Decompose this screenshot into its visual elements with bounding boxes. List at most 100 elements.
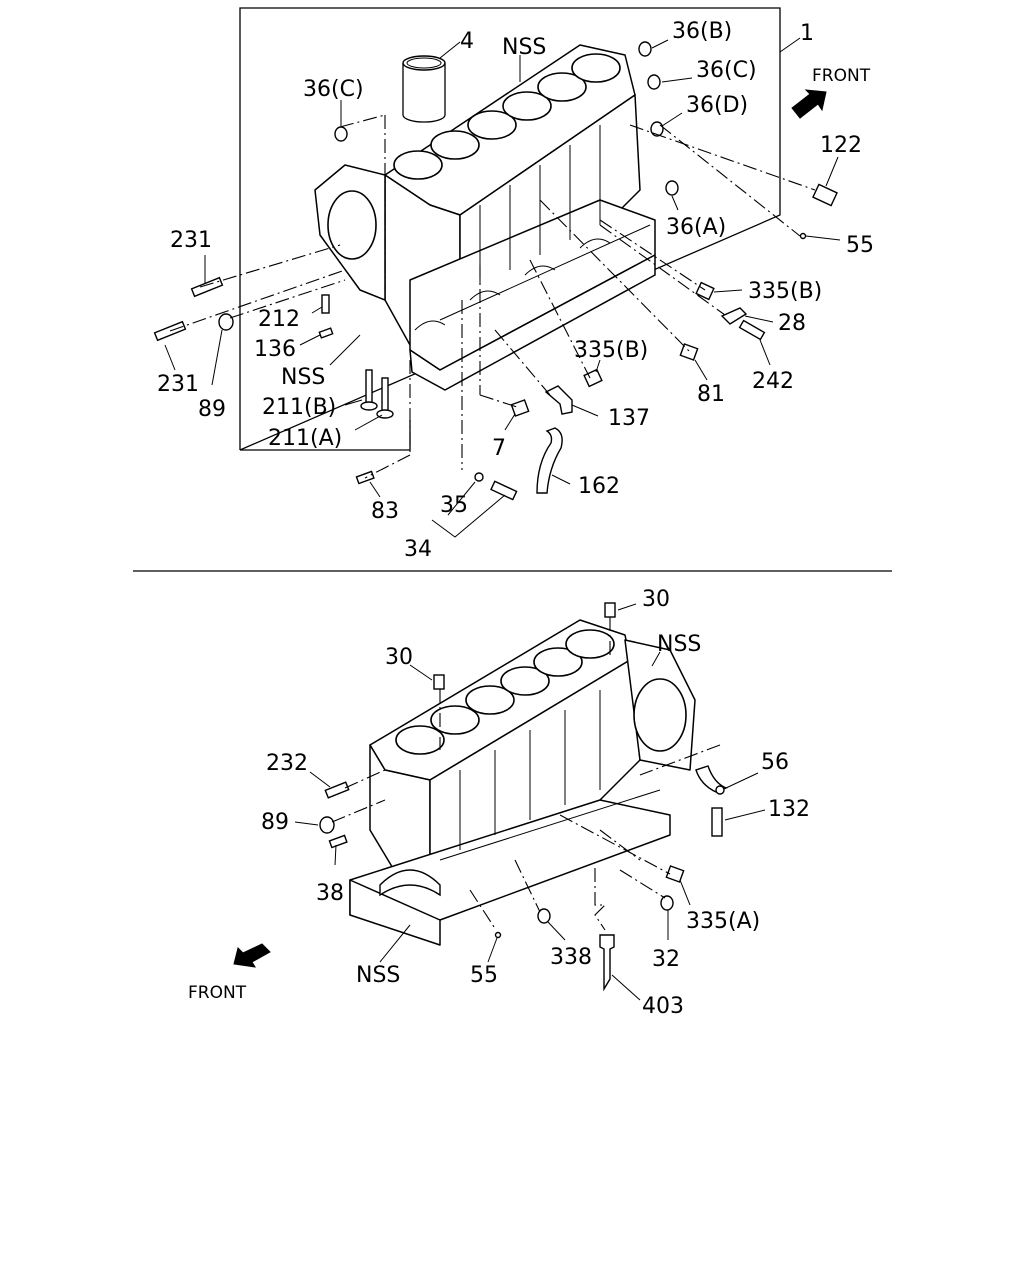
front-arrow-icon <box>233 943 271 968</box>
callout-89-bottom: 89 <box>261 810 289 835</box>
callout-335b-mid: 335(B) <box>574 338 648 363</box>
bolt-335b-right <box>695 281 715 301</box>
plug-89-bottom <box>319 816 335 834</box>
block-ribs-bottom <box>439 690 661 861</box>
callout-136: 136 <box>254 337 296 362</box>
callout-28: 28 <box>778 311 806 336</box>
pin-212 <box>321 294 330 314</box>
crankcase-end <box>349 879 441 946</box>
callout-83: 83 <box>371 499 399 524</box>
callout-36b: 36(B) <box>672 19 732 44</box>
plug-30-right <box>604 602 616 618</box>
elbow-137 <box>544 385 573 415</box>
callout-335a: 335(A) <box>686 909 760 934</box>
cylinder-bores-top <box>393 53 621 180</box>
small-parts-top <box>153 41 838 501</box>
rear-flange-bore-bottom <box>633 678 687 752</box>
top-assembly: 1 4 NSS 36(B) 36(C) 36(D) 36(C) FRONT 12… <box>153 7 874 562</box>
bracket-28 <box>720 307 748 325</box>
front-label-top: FRONT <box>812 66 871 86</box>
block-ribs <box>439 125 651 321</box>
plug-338 <box>537 908 551 924</box>
plug-36c-right <box>647 74 661 90</box>
bolt-335a <box>665 865 685 883</box>
callout-232: 232 <box>266 751 308 776</box>
callout-nss-bottom-left: NSS <box>356 963 400 988</box>
callout-30-left: 30 <box>385 645 413 670</box>
callout-338: 338 <box>550 945 592 970</box>
pin-136 <box>318 327 334 339</box>
callout-242: 242 <box>752 369 794 394</box>
bolt-242 <box>738 319 766 341</box>
main-bearing-saddle <box>379 869 441 897</box>
plug-36c-left <box>334 126 348 142</box>
callout-32: 32 <box>652 947 680 972</box>
callouts-bottom: 30 30 NSS 232 56 89 132 38 335(A) 32 338… <box>188 587 810 1019</box>
callout-nss-top: NSS <box>502 35 546 60</box>
callout-38: 38 <box>316 881 344 906</box>
callout-89-top: 89 <box>198 397 226 422</box>
callout-162: 162 <box>578 474 620 499</box>
plug-36d <box>650 121 664 137</box>
callout-403: 403 <box>642 994 684 1019</box>
small-parts-bottom <box>319 602 728 992</box>
callout-30-right: 30 <box>642 587 670 612</box>
bolt-34 <box>490 480 518 501</box>
bottom-assembly: 30 30 NSS 232 56 89 132 38 335(A) 32 338… <box>188 587 810 1019</box>
pin-55-top <box>799 232 807 240</box>
callout-35: 35 <box>440 493 468 518</box>
washer-35 <box>474 472 484 482</box>
callout-36c-right: 36(C) <box>696 58 757 83</box>
pin-38 <box>328 834 348 849</box>
reference-lines-bottom <box>331 617 721 931</box>
callout-34: 34 <box>404 537 432 562</box>
callout-231-upper: 231 <box>170 228 212 253</box>
callout-211b: 211(B) <box>262 395 336 420</box>
bearing-saddles-top <box>414 238 611 331</box>
callout-nss-bottom-right: NSS <box>657 632 701 657</box>
callout-36a: 36(A) <box>666 215 726 240</box>
bolt-122 <box>812 183 838 207</box>
callout-122: 122 <box>820 133 862 158</box>
stud-231-upper <box>190 276 224 298</box>
crankcase-bottom <box>409 254 656 391</box>
dipstick-guide-403 <box>599 934 615 992</box>
cylinder-block-bottom <box>349 619 696 946</box>
callout-56: 56 <box>761 750 789 775</box>
plug-89-top <box>218 313 234 331</box>
callout-132: 132 <box>768 797 810 822</box>
leader-lines-bottom <box>294 603 766 1001</box>
cylinder-bores-bottom <box>395 629 615 755</box>
bolt-132 <box>711 807 723 837</box>
plug-36a <box>665 180 679 196</box>
callout-212: 212 <box>258 307 300 332</box>
bolt-335b-mid <box>583 368 603 388</box>
plug-36b <box>638 41 652 57</box>
front-label-bottom: FRONT <box>188 983 247 1003</box>
callout-1: 1 <box>800 21 814 46</box>
plug-32 <box>660 895 674 911</box>
callout-36d: 36(D) <box>686 93 748 118</box>
reference-lines-top <box>169 114 816 479</box>
callout-211a: 211(A) <box>268 426 342 451</box>
front-arrow-icon <box>791 89 827 119</box>
callout-55-bottom: 55 <box>470 963 498 988</box>
callout-4: 4 <box>460 29 474 54</box>
cylinder-block-top <box>314 44 656 391</box>
callout-7: 7 <box>492 436 506 461</box>
cylinder-liner <box>402 55 446 123</box>
callout-231-lower: 231 <box>157 372 199 397</box>
rear-flange-bore <box>327 190 377 260</box>
callout-36c-left: 36(C) <box>303 77 364 102</box>
leader-lines-top <box>164 37 841 538</box>
pin-55-bottom <box>494 931 502 939</box>
callout-81: 81 <box>697 382 725 407</box>
callouts-top: 1 4 NSS 36(B) 36(C) 36(D) 36(C) FRONT 12… <box>157 19 874 562</box>
pipe-162 <box>536 427 563 494</box>
callout-335b-right: 335(B) <box>748 279 822 304</box>
callout-nss-mid: NSS <box>281 365 325 390</box>
stud-232 <box>324 781 350 799</box>
plug-30-left <box>433 674 445 690</box>
callout-137: 137 <box>608 406 650 431</box>
